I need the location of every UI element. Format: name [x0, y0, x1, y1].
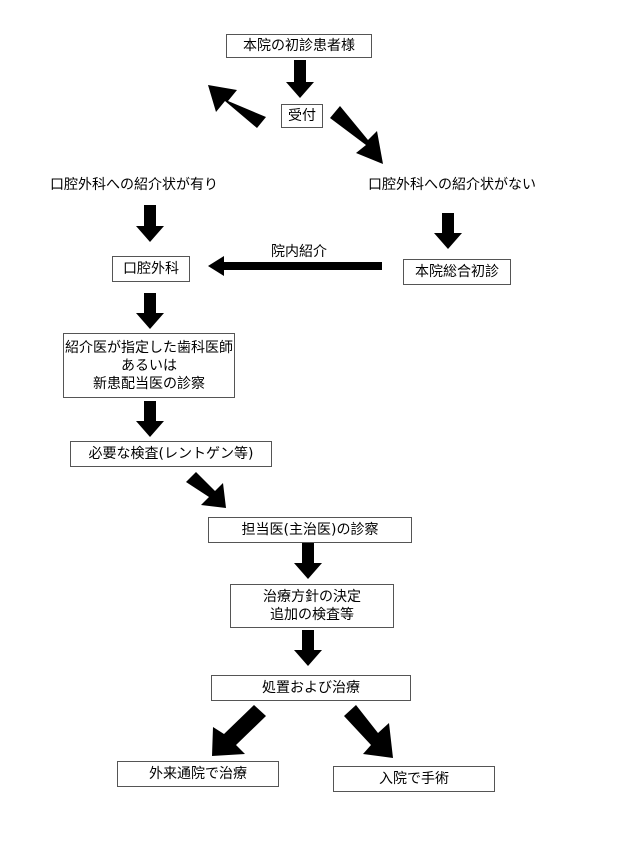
- exam-line2: あるいは: [121, 357, 177, 374]
- reception-box: 受付: [281, 104, 323, 128]
- start-box: 本院の初診患者様: [226, 34, 372, 58]
- tests-box: 必要な検査(レントゲン等): [70, 441, 272, 467]
- inpatient-label: 入院で手術: [379, 771, 449, 787]
- tests-label: 必要な検査(レントゲン等): [88, 446, 254, 462]
- exam-line1: 紹介医が指定した歯科医師: [65, 339, 233, 356]
- exam-box: 紹介医が指定した歯科医師 あるいは 新患配当医の診察: [63, 333, 235, 398]
- treatment-box: 処置および治療: [211, 675, 411, 701]
- plan-box: 治療方針の決定 追加の検査等: [230, 584, 394, 628]
- attending-label: 担当医(主治医)の診察: [241, 522, 379, 538]
- outpatient-label: 外来通院で治療: [149, 766, 247, 782]
- arrow-diag-tests-to-attending: [186, 472, 226, 508]
- plan-line2: 追加の検査等: [270, 607, 354, 623]
- oral-surgery-box: 口腔外科: [112, 256, 190, 282]
- oral-surgery-label: 口腔外科: [123, 261, 179, 277]
- branch-with-referral-label: 口腔外科への紹介状が有り: [50, 177, 218, 193]
- branch-without-referral-label: 口腔外科への紹介状がない: [368, 177, 536, 193]
- inpatient-box: 入院で手術: [333, 766, 495, 792]
- general-first-visit-box: 本院総合初診: [403, 259, 511, 285]
- internal-referral-label: 院内紹介: [271, 244, 327, 260]
- treatment-label: 処置および治療: [262, 680, 360, 696]
- exam-line3: 新患配当医の診察: [93, 375, 205, 392]
- arrow-left-internal-referral: [208, 256, 382, 276]
- arrow-down-oral-surgery-to-exam: [136, 293, 164, 329]
- arrow-down-attending-to-plan: [294, 543, 322, 579]
- arrow-diag-treatment-to-inpatient: [344, 705, 393, 758]
- arrow-diag-treatment-to-outpatient: [212, 705, 266, 756]
- general-first-visit-label: 本院総合初診: [415, 264, 499, 280]
- reception-label: 受付: [288, 108, 316, 124]
- arrow-diag-left-reception: [208, 85, 266, 128]
- arrow-down-noreferral-to-general: [434, 213, 462, 249]
- plan-line1: 治療方針の決定: [263, 589, 361, 605]
- arrow-down-exam-to-tests: [136, 401, 164, 437]
- attending-box: 担当医(主治医)の診察: [208, 517, 412, 543]
- arrow-down-referral-to-oral-surgery: [136, 205, 164, 242]
- arrow-down-start-to-reception: [286, 60, 314, 98]
- arrow-down-plan-to-treatment: [294, 630, 322, 666]
- arrow-diag-right-reception: [330, 106, 383, 164]
- start-label: 本院の初診患者様: [243, 38, 355, 54]
- outpatient-box: 外来通院で治療: [117, 761, 279, 787]
